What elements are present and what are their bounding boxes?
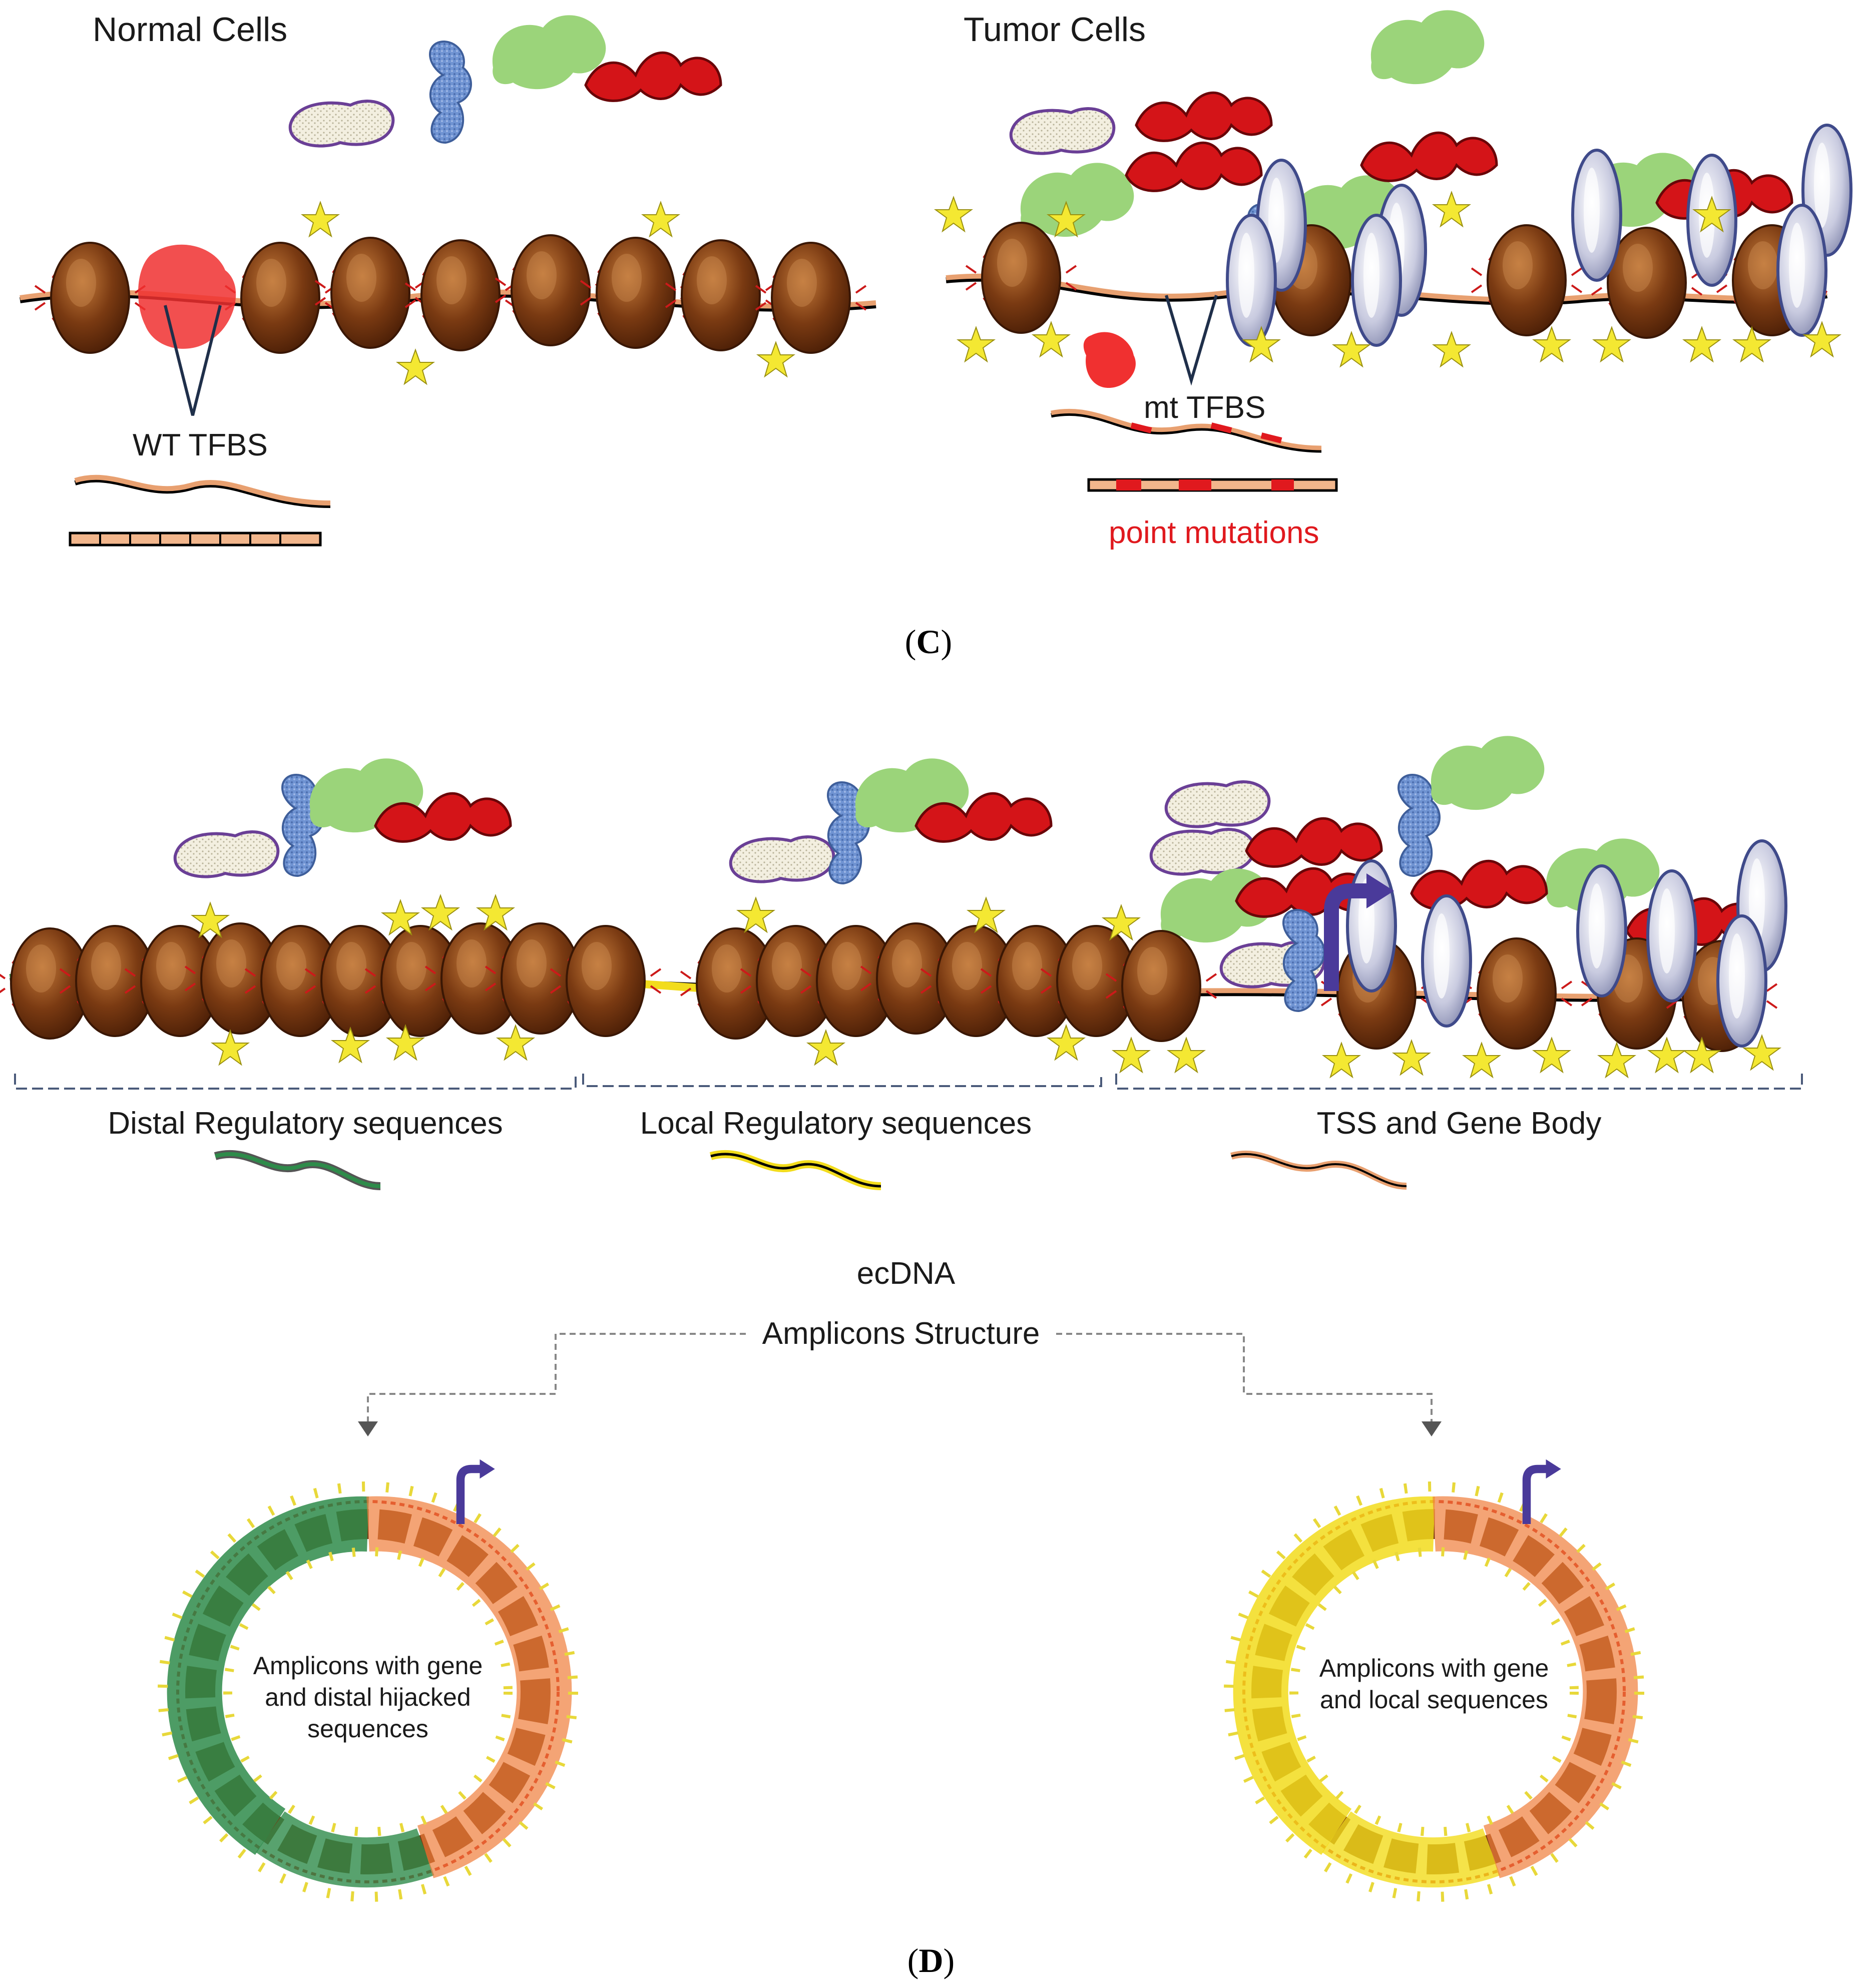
- amplicon-connectors: [367, 1333, 1433, 1421]
- star-icon: [935, 197, 972, 232]
- purple-tf-icon: [731, 837, 834, 882]
- polymerase-icon: [1227, 215, 1275, 345]
- star-icon: [302, 202, 339, 237]
- nucleosome-icon: [1461, 937, 1573, 1050]
- point-mutations-label: point mutations: [1109, 516, 1319, 550]
- green-tf-icon: [1370, 10, 1485, 85]
- normal-cells-title: Normal Cells: [93, 11, 287, 49]
- distal-regulatory-label: Distal Regulatory sequences: [108, 1106, 503, 1141]
- unbound-red-tf-icon: [1083, 332, 1136, 388]
- star-icon: [422, 895, 459, 930]
- ecdna-ring-distal: Amplicons with gene and distal hijacked …: [158, 1459, 578, 1902]
- star-icon: [1433, 192, 1470, 227]
- bound-red-tf-icon: [138, 244, 236, 349]
- panel-d-label: (D): [907, 1941, 955, 1979]
- right-ring-line-2: and local sequences: [1320, 1686, 1548, 1714]
- tss-gene-body-label: TSS and Gene Body: [1317, 1106, 1602, 1141]
- nucleosome-icon: [755, 242, 867, 354]
- star-icon: [1593, 327, 1630, 362]
- nucleosome-icon: [314, 237, 426, 349]
- left-ring-line-1: Amplicons with gene: [253, 1652, 483, 1680]
- tumor-cells-title: Tumor Cells: [964, 11, 1146, 49]
- red-tf-icon: [1412, 861, 1547, 909]
- red-tf-icon: [1136, 93, 1271, 141]
- tumor-chromatin: [935, 125, 1851, 388]
- star-icon: [958, 327, 995, 362]
- nucleosome-icon: [404, 239, 517, 351]
- gene-arrow-icon: [460, 1459, 495, 1524]
- red-tf-icon: [1126, 143, 1261, 191]
- mt-tfbs-label: mt TFBS: [1144, 390, 1265, 425]
- wt-tfbs-label: WT TFBS: [133, 428, 268, 462]
- left-ring-line-2: and distal hijacked: [265, 1683, 471, 1711]
- wt-sequence-bar: [69, 532, 322, 547]
- star-icon: [1323, 1043, 1360, 1078]
- purple-tf-icon: [1166, 782, 1269, 827]
- red-tf-icon: [1246, 818, 1381, 866]
- star-icon: [1463, 1043, 1500, 1078]
- star-icon: [642, 202, 679, 237]
- polymerase-icon: [1648, 871, 1696, 1001]
- blue-tf-icon: [428, 41, 473, 144]
- right-ring-line-1: Amplicons with gene: [1319, 1654, 1549, 1682]
- purple-tf-icon: [290, 101, 393, 146]
- purple-tf-icon: [175, 832, 278, 877]
- star-icon: [807, 1030, 844, 1065]
- star-icon: [1533, 1038, 1570, 1073]
- star-icon: [212, 1030, 249, 1065]
- arrow-down-icon: [1422, 1421, 1442, 1436]
- panel-d-chromatin: [0, 841, 1786, 1078]
- nucleosome-icon: [965, 222, 1077, 334]
- star-icon: [1433, 332, 1470, 367]
- green-tf-icon: [1431, 736, 1545, 810]
- local-regulatory-label: Local Regulatory sequences: [640, 1106, 1032, 1141]
- ecdna-ring-local: Amplicons with gene and local sequences: [1224, 1459, 1644, 1902]
- panel-d: Distal Regulatory sequences Local Regula…: [0, 736, 1803, 1979]
- star-icon: [757, 342, 794, 377]
- polymerase-icon: [1573, 150, 1621, 280]
- arrow-down-icon: [358, 1421, 378, 1436]
- green-tf-icon: [1020, 163, 1134, 237]
- nucleosome-icon: [34, 242, 146, 354]
- panel-c: Normal Cells Tumor Cells: [20, 10, 1851, 661]
- panel-c-label: (C): [905, 623, 952, 661]
- gene-arrow-icon: [1527, 1459, 1561, 1524]
- polymerase-icon: [1578, 866, 1626, 996]
- polymerase-icon: [1423, 896, 1471, 1026]
- nucleosome-icon: [224, 242, 336, 354]
- nucleosome-icon: [495, 234, 607, 346]
- purple-tf-icon: [1011, 109, 1114, 154]
- red-tf-icon: [586, 53, 721, 101]
- star-icon: [737, 897, 774, 932]
- normal-chromatin: [20, 202, 876, 384]
- left-ring-line-3: sequences: [307, 1715, 428, 1743]
- star-icon: [1683, 327, 1720, 362]
- nucleosome-icon: [1471, 224, 1583, 336]
- region-brackets: [14, 1074, 1803, 1090]
- gene-segment-icon: [1230, 1150, 1407, 1190]
- nucleosome-icon: [665, 239, 777, 351]
- polymerase-icon: [1778, 205, 1826, 335]
- purple-tf-icon: [1151, 829, 1254, 874]
- ecdna-label: ecDNA: [857, 1256, 956, 1291]
- star-icon: [1393, 1040, 1430, 1075]
- star-icon: [397, 349, 434, 384]
- star-icon: [1168, 1038, 1205, 1073]
- nucleosome-icon: [580, 237, 692, 349]
- polymerase-icon: [1352, 215, 1401, 345]
- star-icon: [1113, 1038, 1150, 1073]
- red-tf-icon: [1361, 133, 1497, 181]
- polymerase-icon: [1718, 916, 1766, 1046]
- amplicons-structure-label: Amplicons Structure: [762, 1316, 1040, 1351]
